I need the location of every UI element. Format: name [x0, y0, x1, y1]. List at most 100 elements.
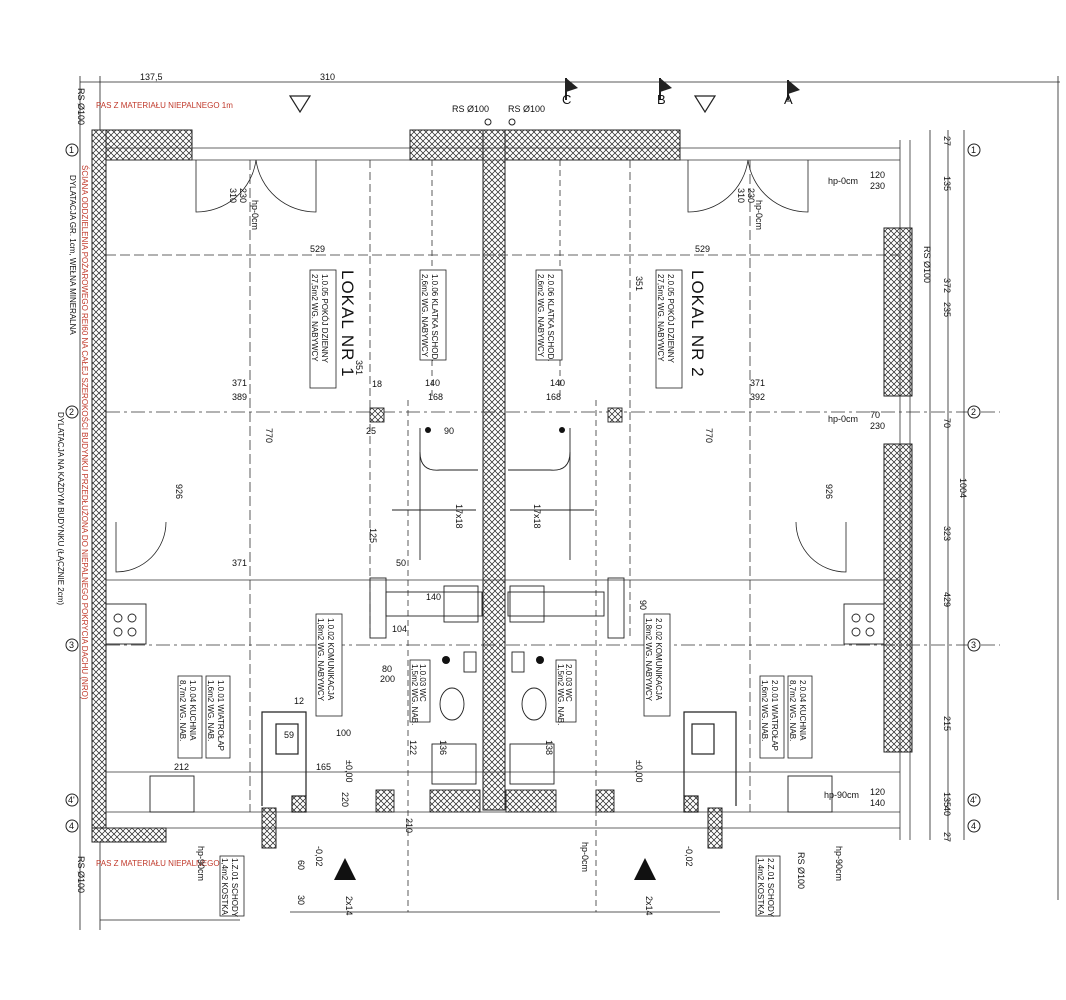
svg-text:120: 120	[870, 170, 885, 180]
section-mark-b: B	[657, 78, 672, 107]
room-1-0-03-name: 1.0.03 WC	[418, 664, 427, 702]
rs-pipe-1: RS Ø100	[452, 104, 489, 114]
axis-2-right: 2	[971, 407, 976, 417]
room-1-0-04-name: 1.0.04 KUCHNIA	[188, 680, 197, 741]
room-2-z-01-area: 1,4m2 KOSTKA	[756, 858, 765, 916]
svg-text:235: 235	[942, 302, 952, 317]
svg-text:hp-0cm: hp-0cm	[754, 200, 764, 230]
svg-text:2x14: 2x14	[644, 896, 654, 916]
room-2-0-05-name: 2.0.05 POKÓJ DZIENNY	[666, 274, 675, 364]
svg-text:hp-90cm: hp-90cm	[196, 846, 206, 881]
rs-pipe-5: RS Ø100	[922, 246, 932, 283]
room-2-0-06-area: 2,6m2 WG. NABYWCY	[536, 274, 545, 358]
svg-text:122: 122	[408, 740, 418, 755]
room-2-0-05-area: 27,5m2 WG. NABYWCY	[656, 274, 665, 362]
svg-text:A: A	[784, 92, 793, 107]
svg-text:104: 104	[392, 624, 407, 634]
svg-text:371: 371	[232, 378, 247, 388]
svg-text:140: 140	[550, 378, 565, 388]
svg-text:389: 389	[232, 392, 247, 402]
svg-text:323: 323	[942, 526, 952, 541]
room-1-z-01-area: 1,4m2 KOSTKA	[220, 858, 229, 916]
svg-text:50: 50	[396, 558, 406, 568]
right-dimension-texts: 27 135 372 235 70 323 429 215 135 40 27 …	[942, 136, 968, 842]
svg-text:hp-0cm: hp-0cm	[250, 200, 260, 230]
svg-text:±0,00: ±0,00	[344, 760, 354, 782]
kitchens	[105, 603, 885, 813]
axis-markers-left	[65, 143, 79, 833]
stair-block	[369, 407, 625, 639]
room-1-0-04-area: 8,7m2 WG. NAB.	[178, 680, 187, 741]
svg-text:27: 27	[942, 136, 952, 146]
svg-text:2x14: 2x14	[344, 896, 354, 916]
svg-text:392: 392	[750, 392, 765, 402]
svg-text:40: 40	[942, 806, 952, 816]
section-mark-a: A	[784, 80, 800, 107]
svg-text:926: 926	[174, 484, 184, 499]
svg-text:120: 120	[870, 787, 885, 797]
svg-text:200: 200	[380, 674, 395, 684]
svg-text:310: 310	[736, 188, 746, 203]
svg-text:1004: 1004	[958, 478, 968, 498]
svg-text:136: 136	[438, 740, 448, 755]
rs-pipe-6: RS Ø100	[796, 852, 806, 889]
vestibules	[261, 711, 737, 813]
room-1-0-06-name: 1.0.06 KLATKA SCHOD.	[430, 274, 439, 361]
svg-text:135: 135	[942, 176, 952, 191]
svg-text:138: 138	[544, 740, 554, 755]
svg-text:±0,00: ±0,00	[634, 760, 644, 782]
section-mark-c: C	[562, 78, 578, 107]
room-2-0-06-name: 2.0.06 KLATKA SCHOD.	[546, 274, 555, 361]
lokal-1-title: LOKAL NR 1	[338, 270, 357, 378]
svg-text:C: C	[562, 92, 571, 107]
svg-text:926: 926	[824, 484, 834, 499]
axis-4-left: 4	[69, 821, 74, 831]
svg-text:B: B	[657, 92, 666, 107]
entrance-triangle-top-right	[693, 95, 717, 114]
room-2-0-01-name: 2.0.01 WIATROŁAP	[770, 680, 779, 751]
svg-text:351: 351	[354, 360, 364, 375]
svg-text:60: 60	[296, 860, 306, 870]
svg-text:90: 90	[444, 426, 454, 436]
room-2-0-04-name: 2.0.04 KUCHNIA	[798, 680, 807, 741]
pas-note-top: PAS Z MATERIAŁU NIEPALNEGO 1m	[96, 101, 233, 110]
svg-text:210: 210	[404, 818, 414, 833]
svg-text:372: 372	[942, 278, 952, 293]
svg-text:770: 770	[264, 428, 274, 443]
room-1-0-03-area: 1,5m2 WG. NAB.	[410, 664, 419, 725]
svg-text:230: 230	[238, 188, 248, 203]
room-2-0-02-area: 1,8m2 WG. NABYWCY	[644, 618, 653, 702]
svg-text:770: 770	[704, 428, 714, 443]
entrance-triangle-top-left	[288, 95, 312, 114]
svg-text:529: 529	[695, 244, 710, 254]
svg-text:125: 125	[368, 528, 378, 543]
axis-1-right: 1	[971, 145, 976, 155]
room-2-0-02-name: 2.0.02 KOMUNIKACJA	[654, 618, 663, 701]
door-swings	[115, 159, 847, 573]
svg-text:90: 90	[638, 600, 648, 610]
svg-text:168: 168	[546, 392, 561, 402]
room-1-0-06-area: 2,6m2 WG. NABYWCY	[420, 274, 429, 358]
svg-text:-0,02: -0,02	[314, 846, 324, 867]
svg-text:168: 168	[428, 392, 443, 402]
axis-2-left: 2	[69, 407, 74, 417]
rs-pipe-2: RS Ø100	[508, 104, 545, 114]
svg-text:25: 25	[366, 426, 376, 436]
axis-4p-left: 4'	[68, 795, 75, 805]
pas-note-bottom: PAS Z MATERIAŁU NIEPALNEGO 1m	[96, 859, 233, 868]
wall-note-3: DYLATACJA NA KAŻDYM BUDYNKU (ŁĄCZNIE 2cm…	[56, 412, 65, 605]
svg-text:hp-90cm: hp-90cm	[824, 790, 859, 800]
svg-text:hp-0cm: hp-0cm	[580, 842, 590, 872]
svg-text:70: 70	[942, 418, 952, 428]
wall-note-1: ŚCIANA ODDZIELENIA POŻAROWEGO REI60 NA C…	[80, 165, 89, 700]
svg-text:59: 59	[284, 730, 294, 740]
svg-text:165: 165	[316, 762, 331, 772]
lokal-2-title: LOKAL NR 2	[688, 270, 707, 378]
svg-text:12: 12	[294, 696, 304, 706]
room-2-z-01-name: 2.Z.01 SCHODY	[766, 858, 775, 918]
axis-4-right: 4	[971, 821, 976, 831]
room-label-boxes	[177, 269, 813, 917]
bottom-dimension-line	[100, 911, 720, 921]
room-2-0-04-area: 8,7m2 WG. NAB.	[788, 680, 797, 741]
